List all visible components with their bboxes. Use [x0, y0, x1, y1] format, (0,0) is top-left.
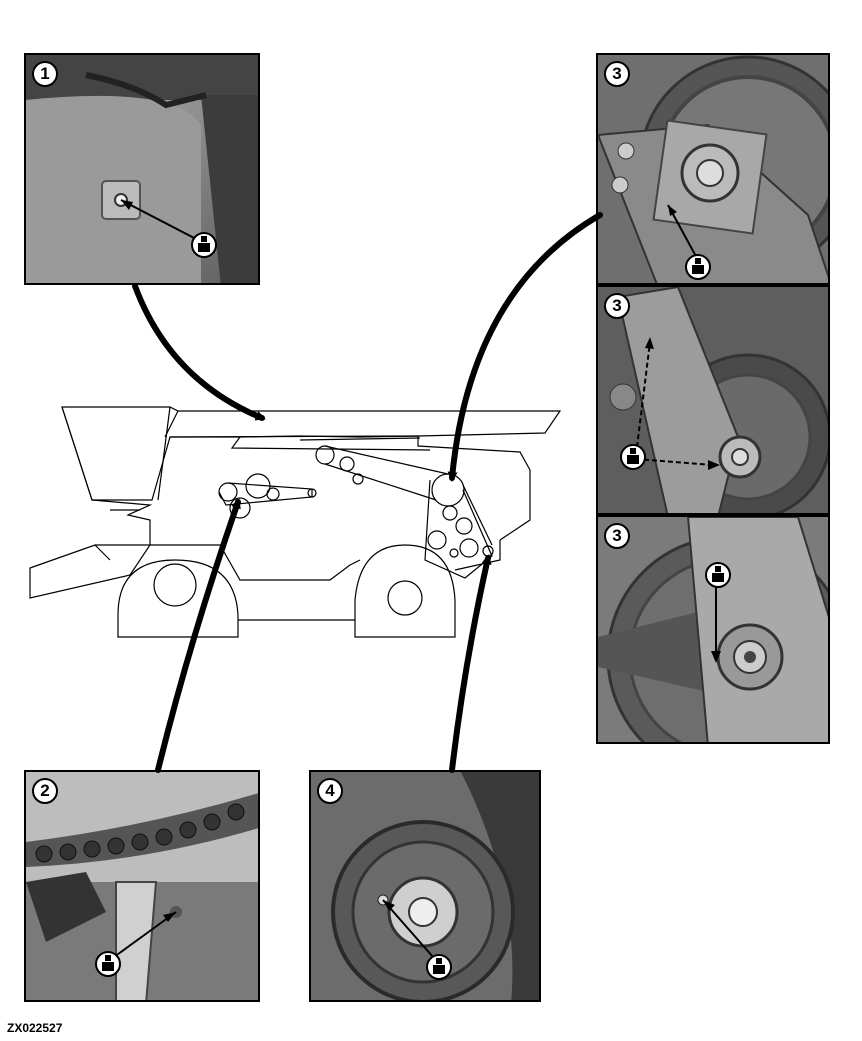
grease-fitting-icon — [685, 254, 711, 280]
front-wheel-hub — [153, 563, 197, 607]
arrow-panel-1-to-tank — [132, 283, 266, 421]
callout-badge-3-bottom: 3 — [604, 523, 630, 549]
grease-fitting-icon — [95, 951, 121, 977]
grease-fitting-icon — [426, 954, 452, 980]
feeder-house-line — [94, 544, 111, 561]
photo-panel-3-top: 3 — [596, 53, 830, 285]
tank-corner-line — [164, 410, 179, 438]
photo-panel-1: 1 — [24, 53, 260, 285]
callout-badge-4: 4 — [317, 778, 343, 804]
photo-panel-4: 4 — [309, 770, 541, 1002]
callout-badge-2: 2 — [32, 778, 58, 804]
right-pulley-h — [459, 538, 479, 558]
figure-id: ZX022527 — [7, 1021, 63, 1035]
left-pulley-d — [229, 497, 251, 519]
callout-badge-1: 1 — [32, 61, 58, 87]
tank-edge-line — [157, 406, 171, 501]
left-pulley-c — [266, 487, 280, 501]
roof-trim — [299, 437, 421, 441]
grease-fitting-icon — [705, 562, 731, 588]
grease-fitting-icon — [191, 232, 217, 258]
right-pulley-d — [442, 505, 458, 521]
rear-wheel-hub — [387, 580, 423, 616]
tank-front-line — [61, 406, 93, 501]
right-pulley-c — [352, 473, 364, 485]
arrow-panel-4-to-right-drive — [449, 554, 492, 773]
feeder-house-outline — [29, 544, 152, 599]
right-pulley-f — [427, 530, 447, 550]
right-belt-return — [462, 484, 493, 546]
callout-badge-3-middle: 3 — [604, 293, 630, 319]
right-pulley-g — [449, 548, 459, 558]
arrow-panel-2-to-left-drive — [155, 498, 241, 773]
right-belt — [324, 445, 493, 579]
photo-panel-2: 2 — [24, 770, 260, 1002]
body-trim — [230, 436, 431, 451]
photo-panel-3-bottom: 3 — [596, 515, 830, 744]
right-pulley-e — [455, 517, 473, 535]
upper-body-outline — [169, 435, 531, 541]
callout-badge-3-top: 3 — [604, 61, 630, 87]
grease-fitting-icon — [620, 444, 646, 470]
arrow-panel-3-to-pulley — [447, 212, 603, 482]
photo-panel-3-middle: 3 — [596, 285, 830, 515]
rear-frame-line — [454, 540, 501, 571]
left-belt — [218, 482, 313, 506]
rear-wheel-arch — [354, 544, 456, 638]
front-wheel-arch — [117, 559, 239, 638]
